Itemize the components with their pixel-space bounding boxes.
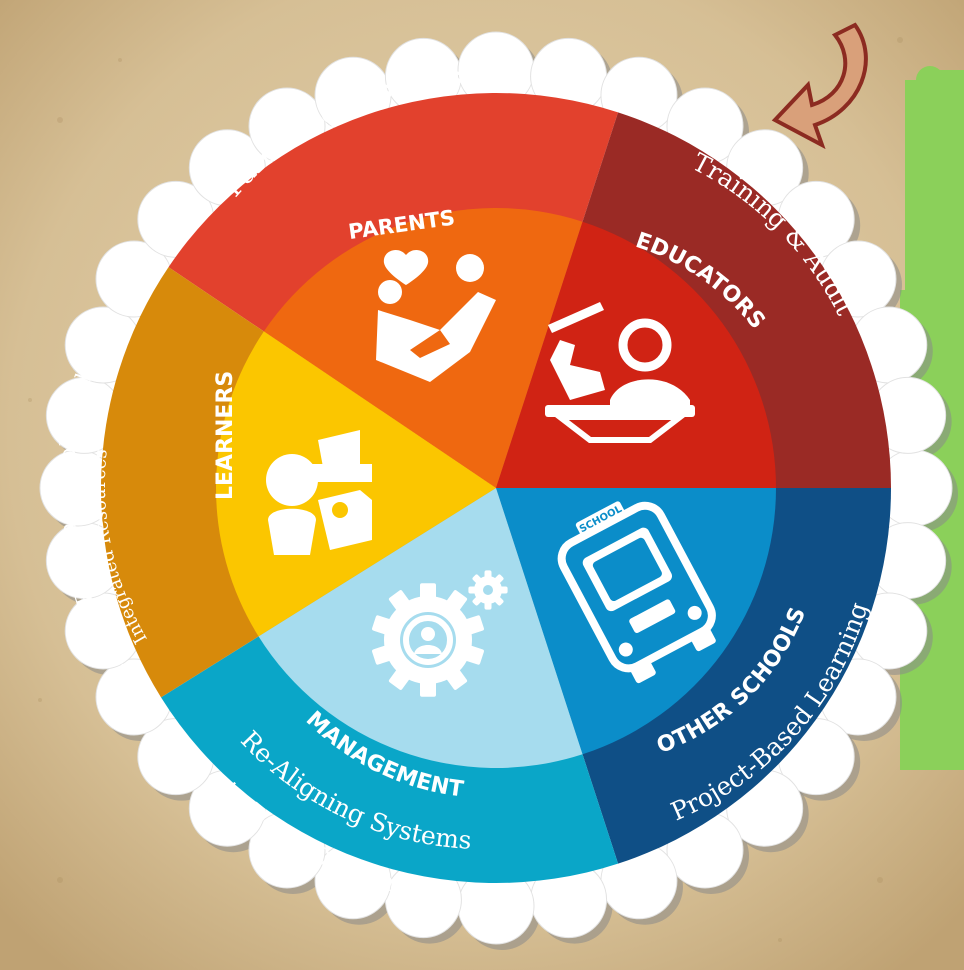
curved-arrow-icon <box>771 22 868 150</box>
learner-puzzle-icon <box>266 430 372 555</box>
gear-tooth <box>444 666 468 690</box>
gear-tooth <box>461 615 484 636</box>
gear-tooth <box>484 570 492 579</box>
gear-tooth <box>472 574 482 584</box>
gear-tooth <box>494 596 504 606</box>
gear-tooth <box>472 596 482 606</box>
gear-tooth <box>420 583 436 603</box>
inner-sector-learners <box>216 331 497 637</box>
gear-tooth <box>468 586 477 594</box>
gear-person-icon <box>372 570 508 697</box>
family-heart-icon <box>376 249 496 382</box>
gear-tooth <box>484 601 492 610</box>
school-bus-icon: SCHOOL <box>557 501 716 684</box>
gear-tooth <box>444 590 468 614</box>
teacher-board-icon <box>545 302 695 443</box>
gear-tooth <box>372 615 395 636</box>
gear-tooth <box>388 590 412 614</box>
gear-tooth <box>461 644 484 665</box>
gear-tooth <box>388 666 412 690</box>
gear-tooth <box>499 586 508 594</box>
learners-label: LEARNERS <box>213 371 238 500</box>
gear-tooth <box>372 644 395 665</box>
gear-tooth <box>420 677 436 697</box>
gear-tooth <box>494 574 504 584</box>
